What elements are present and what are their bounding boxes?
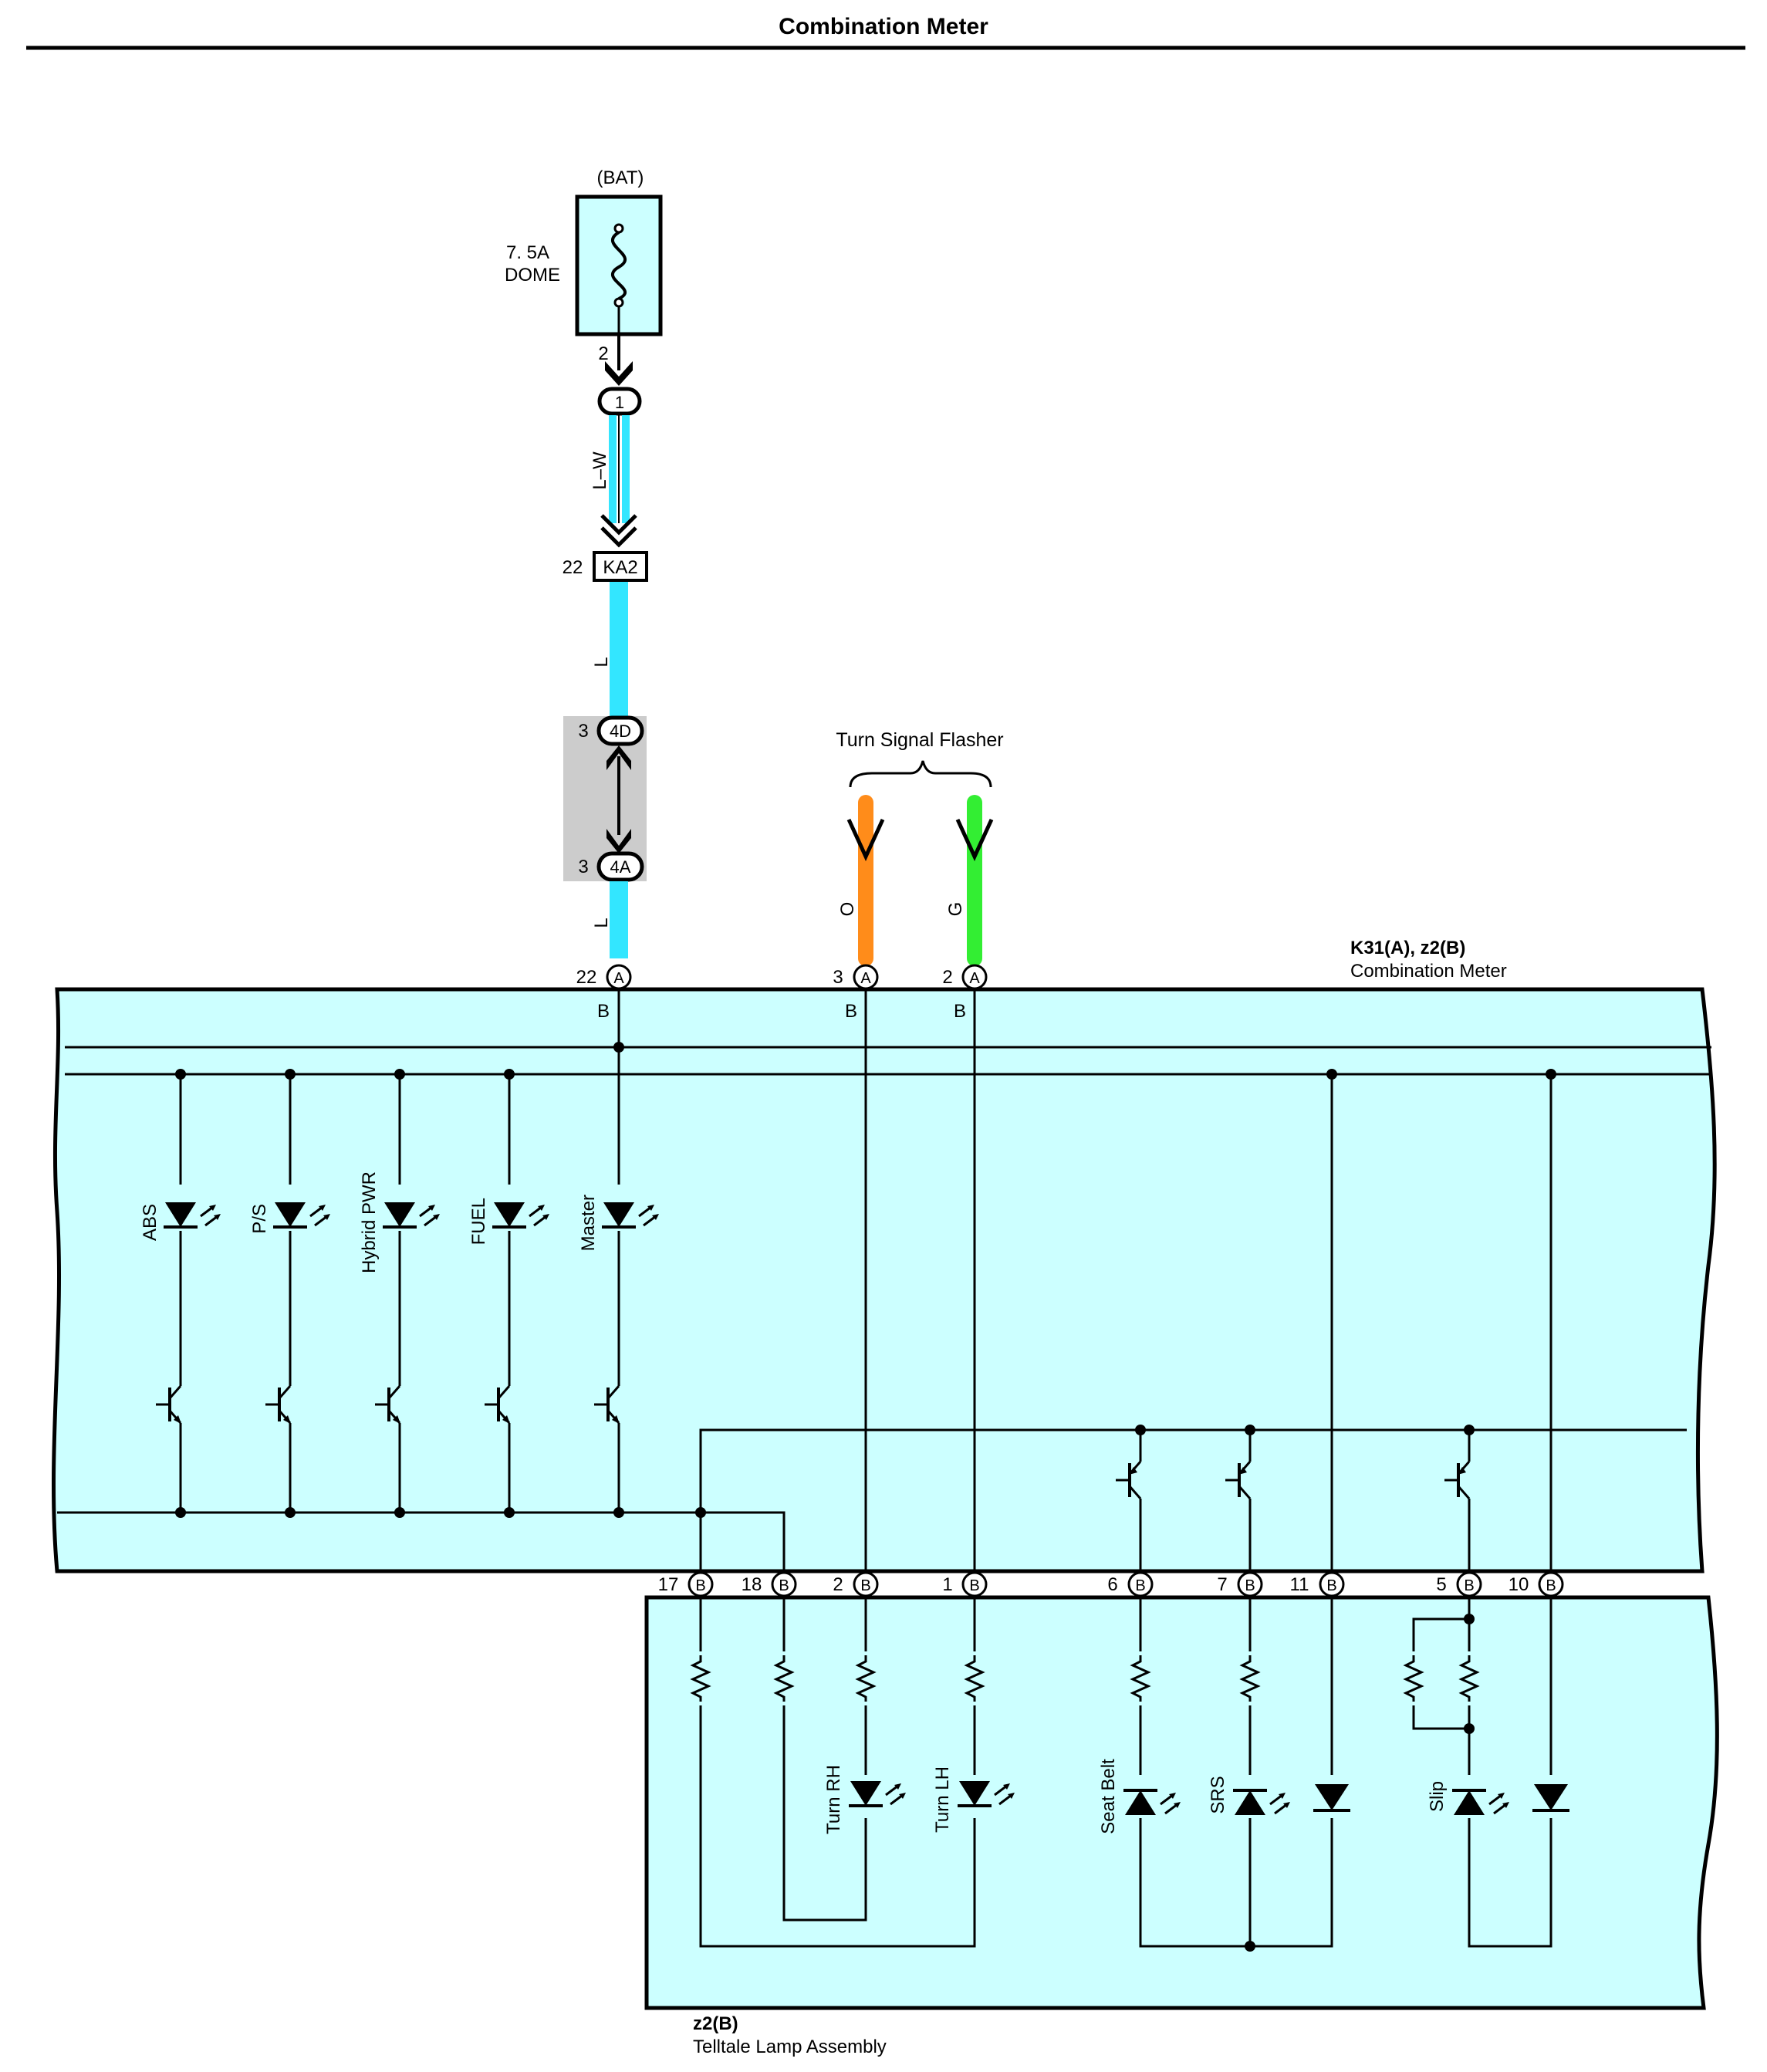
bottom-pin-17b: B 17 [658,1571,714,1597]
svg-text:18: 18 [742,1574,762,1595]
bottom-pin-5b: B 5 [1436,1571,1482,1597]
svg-text:A: A [613,970,624,987]
connector-ka2 [593,551,648,582]
svg-text:11: 11 [1290,1574,1309,1595]
flasher-terminal-o-icon [846,818,885,862]
svg-text:B: B [1546,1577,1556,1594]
meter-id-label: K31(A), z2(B) [1350,938,1465,958]
wire-g-label: G [945,902,966,917]
svg-text:22: 22 [576,967,597,988]
bottom-pin-11b: B 11 [1290,1571,1345,1597]
svg-text:2: 2 [942,967,952,988]
svg-text:B: B [1245,1577,1255,1594]
meter-pin-3a: A 3 [833,964,879,990]
led-slip-label: Slip [1427,1781,1448,1812]
page-title: Combination Meter [779,14,988,39]
fuse-icon [611,223,627,308]
meter-name-label: Combination Meter [1350,961,1507,982]
wire-o-label: O [837,902,858,917]
svg-text:3: 3 [833,967,843,988]
connector-ka2-label: KA2 [603,557,637,578]
connector-4a [596,851,644,882]
flasher-brace [849,760,992,788]
connector-4d [596,715,644,746]
svg-text:1: 1 [942,1574,952,1595]
lamp-assembly-panel [644,1595,1719,2010]
svg-text:B: B [779,1577,789,1594]
svg-text:5: 5 [1436,1574,1446,1595]
meter-panel [51,987,1717,1573]
bottom-pin-10b: B 10 [1509,1571,1564,1597]
connector-arrow-icon [605,361,633,386]
fuse-source-label: (BAT) [597,167,644,188]
bottom-pin-7b: B 7 [1217,1571,1263,1597]
connector-4a-label: 4A [610,857,631,877]
connector-ka2-pin: 22 [563,557,583,578]
svg-text:A: A [969,970,980,987]
wire-lw [609,415,630,523]
svg-text:A: A [860,970,871,987]
fuse-pin-label: 2 [598,343,608,364]
led-turn-lh-label: Turn LH [932,1766,953,1833]
wire-l-lower [610,881,628,958]
flasher-label: Turn Signal Flasher [836,729,1003,751]
led-ps-label: P/S [249,1204,270,1234]
led-turn-rh-label: Turn RH [823,1765,844,1834]
svg-text:2: 2 [833,1574,843,1595]
led-srs-label: SRS [1208,1776,1228,1813]
junction-connector-1-label: 1 [615,393,624,412]
bottom-pin-18b: B 18 [742,1571,797,1597]
junction-connector-1 [597,387,642,416]
connector-4d-label: 4D [610,722,631,741]
arrow-up-icon [606,745,631,770]
svg-text:7: 7 [1217,1574,1227,1595]
wire-l-upper [610,582,628,721]
svg-text:10: 10 [1509,1574,1529,1595]
wire-l-upper-label: L [591,657,612,667]
svg-text:B: B [860,1577,870,1594]
svg-text:B: B [1326,1577,1336,1594]
lamp-assembly-name-label: Telltale Lamp Assembly [693,2037,887,2057]
lamp-assembly-nodes [1245,1614,1475,1952]
connector-4a-pin: 3 [578,857,588,877]
wire-lw-label: L–W [590,451,610,490]
led-fuel-label: FUEL [468,1198,489,1245]
svg-text:6: 6 [1107,1574,1117,1595]
fuse-rating-label: 7. 5A [506,242,549,263]
meter-pin-2a: A 2 [942,964,988,990]
wire-b-label-3: B [954,1001,966,1022]
flasher-terminal-g-icon [955,818,994,862]
meter-pin-22a: A 22 [576,964,632,990]
svg-text:B: B [1135,1577,1145,1594]
led-seat-belt-label: Seat Belt [1098,1759,1119,1834]
svg-text:17: 17 [658,1574,679,1595]
connector-4d-pin: 3 [578,721,588,742]
meter-internal-wiring [57,989,1711,1571]
wire-l-lower-label: L [591,918,612,928]
bottom-pin-2b: B 2 [833,1571,879,1597]
svg-text:B: B [695,1577,705,1594]
wire-b-label-1: B [597,1001,610,1022]
bottom-pin-6b: B 6 [1107,1571,1154,1597]
fuse-name-label: DOME [505,265,560,286]
wire-b-label-2: B [845,1001,857,1022]
meter-nodes [175,1042,1556,1518]
led-abs-label: ABS [140,1204,160,1241]
arrow-down-icon [606,829,631,853]
svg-text:B: B [1464,1577,1474,1594]
bottom-pin-1b: B 1 [942,1571,988,1597]
led-master-label: Master [578,1195,599,1251]
led-hybrid-pwr-label: Hybrid PWR [359,1171,380,1273]
double-chevron-icon [600,514,637,548]
lamp-assembly-id-label: z2(B) [693,2013,738,2034]
svg-text:B: B [969,1577,979,1594]
